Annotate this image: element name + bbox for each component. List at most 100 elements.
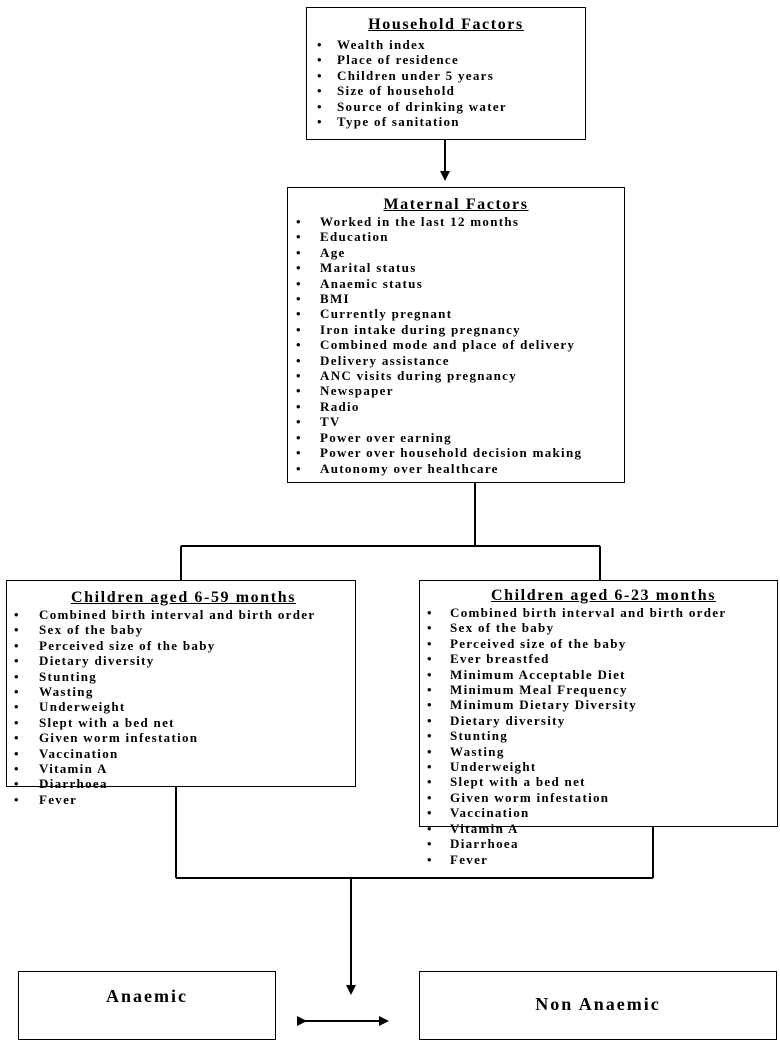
- list-item: • Delivery assistance: [288, 353, 624, 368]
- list-item-label: Fever: [450, 851, 489, 867]
- list-item: •Combined birth interval and birth order: [7, 607, 355, 622]
- bullet-icon: •: [427, 836, 433, 852]
- list-item: • Size of household: [307, 83, 585, 98]
- maternal-factors-box: Maternal Factors •Worked in the last 12 …: [287, 187, 625, 483]
- list-item: • Wealth index: [307, 37, 585, 52]
- bullet-icon: •: [296, 352, 302, 368]
- bullet-icon: •: [427, 759, 433, 775]
- list-item: •Anaemic status: [288, 276, 624, 291]
- list-item-label: Diarrhoea: [450, 836, 519, 852]
- children-6-23-box: Children aged 6-23 months •Combined birt…: [419, 580, 778, 867]
- bullet-icon: •: [317, 98, 323, 114]
- bullet-icon: •: [296, 368, 302, 384]
- list-item: •Minimum Meal Frequency: [420, 682, 777, 697]
- bullet-icon: •: [296, 229, 302, 245]
- bullet-icon: •: [296, 260, 302, 276]
- list-item-label: BMI: [320, 291, 350, 307]
- bullet-icon: •: [14, 776, 20, 792]
- bullet-icon: •: [14, 714, 20, 730]
- children-6-59-title: Children aged 6-59 months: [70, 589, 297, 606]
- list-item: • Power over earning: [288, 430, 624, 445]
- list-item: •ANC visits during pregnancy: [288, 368, 624, 383]
- list-item-label: Vaccination: [39, 745, 119, 761]
- bullet-icon: •: [14, 730, 20, 746]
- list-item: •Wasting: [420, 744, 777, 759]
- bullet-icon: •: [296, 398, 302, 414]
- bullet-icon: •: [14, 761, 20, 777]
- list-item-label: Delivery assistance: [320, 352, 450, 368]
- list-item-label: Anaemic status: [320, 275, 424, 291]
- list-item: •Place of residence: [307, 52, 585, 67]
- list-item-label: Children under 5 years: [337, 67, 495, 83]
- list-item-label: Size of household: [337, 83, 456, 99]
- list-item: • Radio: [288, 399, 624, 414]
- bullet-icon: •: [14, 622, 20, 638]
- children-6-59-box: Children aged 6-59 months •Combined birt…: [6, 580, 356, 807]
- household-factors-list: •Wealth index•Place of residence•Childre…: [307, 37, 585, 129]
- anaemic-label: Anaemic: [106, 986, 188, 1006]
- list-item-label: Newspaper: [320, 383, 394, 399]
- list-item: •Type of sanitation: [307, 114, 585, 129]
- list-item: •Minimum Acceptable Diet: [420, 667, 777, 682]
- list-item-label: Power over household decision making: [320, 445, 583, 461]
- list-item: •Vaccination: [420, 805, 777, 820]
- bullet-icon: •: [427, 605, 433, 620]
- list-item-label: Wasting: [39, 684, 94, 700]
- list-item: •Currently pregnant: [288, 306, 624, 321]
- list-item-label: Wealth index: [337, 37, 426, 52]
- list-item: •Vitamin A: [420, 821, 777, 836]
- list-item: • Education: [288, 229, 624, 244]
- list-item: •Perceived size of the baby: [7, 638, 355, 653]
- list-item-label: Autonomy over healthcare: [320, 460, 499, 476]
- list-item: •Given worm infestation: [420, 790, 777, 805]
- list-item: •Age: [288, 245, 624, 260]
- bullet-icon: •: [296, 445, 302, 461]
- anaemic-box: Anaemic: [18, 971, 276, 1040]
- list-item: • Given worm infestation: [7, 730, 355, 745]
- list-item-label: Fever: [39, 791, 78, 807]
- bullet-icon: •: [427, 820, 433, 836]
- list-item: •Children under 5 years: [307, 68, 585, 83]
- list-item: • Power over household decision making: [288, 445, 624, 460]
- list-item: •Fever: [7, 792, 355, 807]
- list-item-label: Combined birth interval and birth order: [39, 607, 316, 622]
- bullet-icon: •: [14, 745, 20, 761]
- bullet-icon: •: [14, 653, 20, 669]
- bullet-icon: •: [14, 699, 20, 715]
- list-item-label: Vitamin A: [39, 761, 108, 777]
- list-item: •Diarrhoea: [7, 776, 355, 791]
- bullet-icon: •: [427, 728, 433, 744]
- bullet-icon: •: [296, 460, 302, 476]
- bullet-icon: •: [427, 851, 433, 867]
- bullet-icon: •: [296, 291, 302, 307]
- bullet-icon: •: [427, 682, 433, 698]
- bullet-icon: •: [317, 37, 323, 52]
- list-item-label: Underweight: [39, 699, 126, 715]
- household-factors-title: Household Factors: [368, 16, 524, 33]
- list-item-label: Radio: [320, 398, 360, 414]
- children-6-59-list: •Combined birth interval and birth order…: [7, 607, 355, 807]
- list-item: • Diarrhoea: [420, 836, 777, 851]
- list-item: • Fever: [420, 852, 777, 867]
- bullet-icon: •: [317, 83, 323, 99]
- list-item-label: Marital status: [320, 260, 417, 276]
- bullet-icon: •: [14, 668, 20, 684]
- list-item: •Sex of the baby: [420, 620, 777, 635]
- list-item-label: Stunting: [39, 668, 98, 684]
- bullet-icon: •: [296, 429, 302, 445]
- list-item: • Sex of the baby: [7, 622, 355, 637]
- list-item: • Vaccination: [7, 746, 355, 761]
- list-item-label: Education: [320, 229, 389, 245]
- list-item: •Source of drinking water: [307, 99, 585, 114]
- list-item: •TV: [288, 414, 624, 429]
- list-item-label: Dietary diversity: [39, 653, 155, 669]
- list-item-label: Slept with a bed net: [450, 774, 586, 790]
- bullet-icon: •: [427, 651, 433, 667]
- maternal-factors-list: •Worked in the last 12 months•Education•…: [288, 214, 624, 476]
- list-item-label: Power over earning: [320, 429, 452, 445]
- bullet-icon: •: [427, 743, 433, 759]
- list-item-label: Vaccination: [450, 805, 530, 821]
- list-item-label: Sex of the baby: [39, 622, 144, 638]
- list-item-label: Given worm infestation: [39, 730, 199, 746]
- list-item-label: Iron intake during pregnancy: [320, 321, 521, 337]
